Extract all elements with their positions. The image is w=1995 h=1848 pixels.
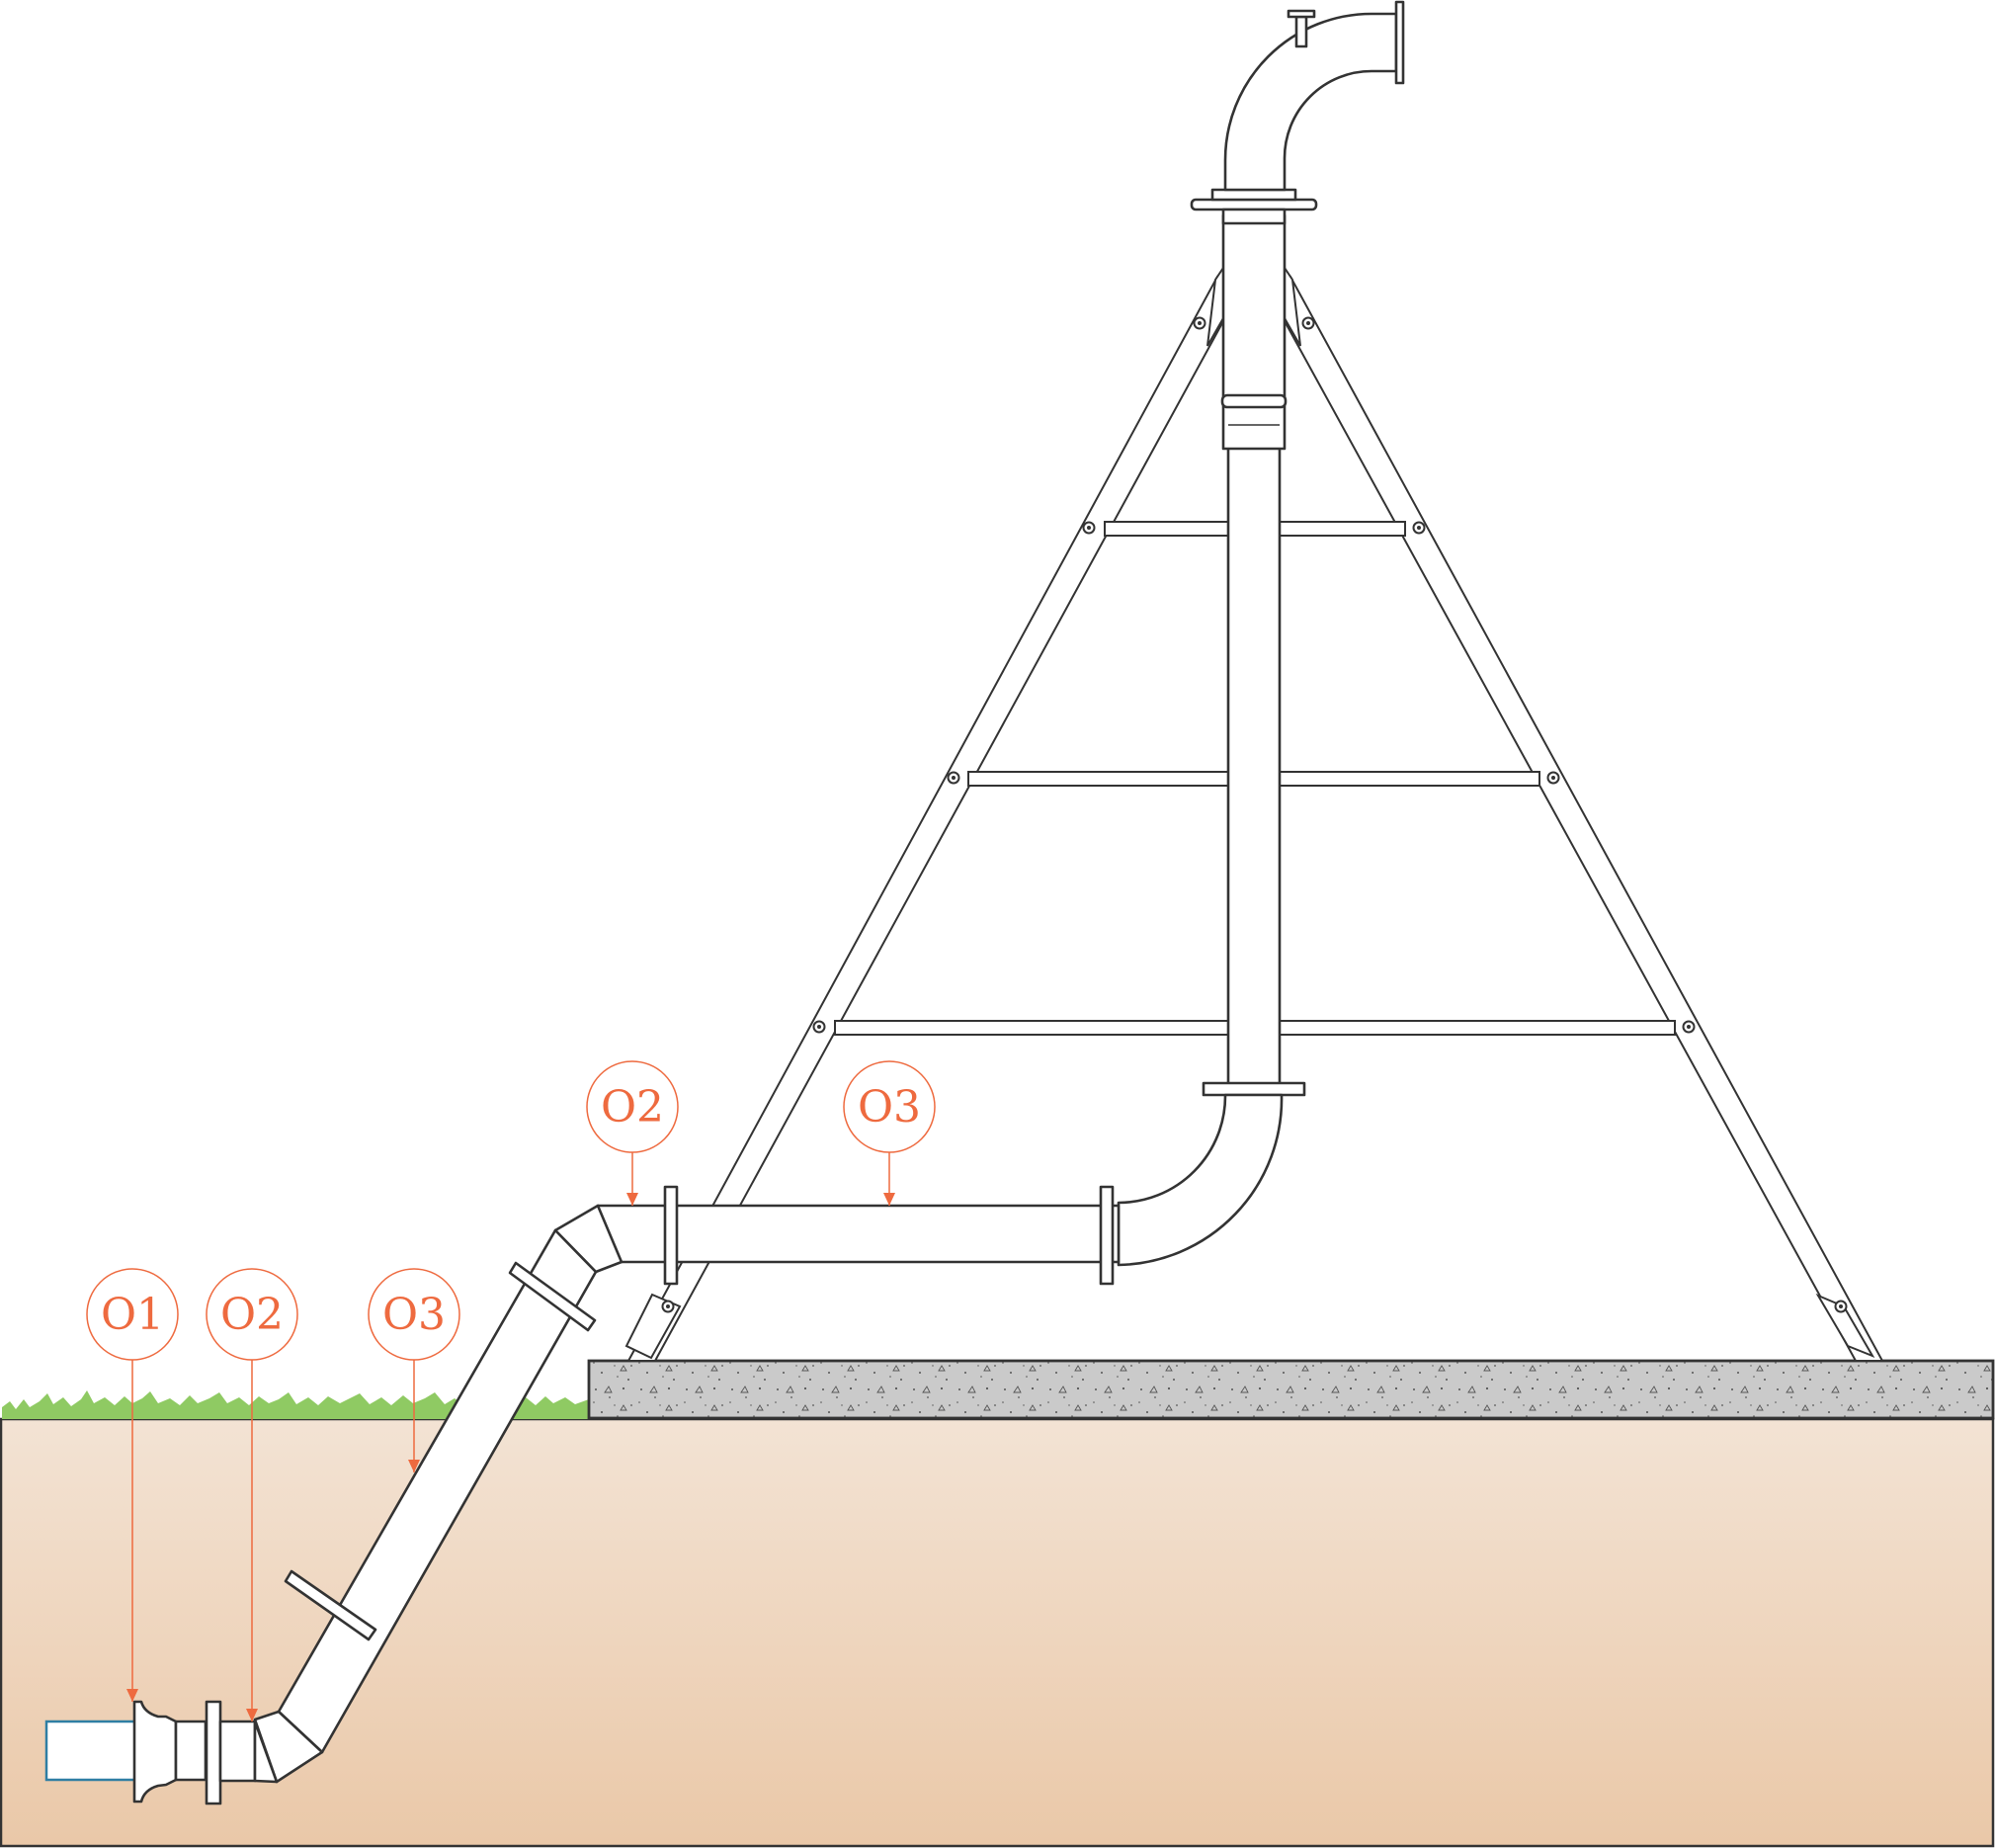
gooseneck-elbow: [1223, 12, 1398, 192]
callout-arrowhead: [626, 1193, 638, 1206]
inlet-elbow-link: [253, 1720, 279, 1784]
bolts: [661, 316, 1848, 1313]
diagonal-flange-lower: [284, 1569, 377, 1641]
bolt-icon: [661, 1300, 675, 1313]
riser-bottom-flange: [1202, 1081, 1306, 1097]
supply-pipe: [596, 1093, 1284, 1286]
top-swivel-flange: [1210, 188, 1297, 202]
leg-foot-bracket-right: [1815, 1293, 1875, 1359]
bolt-icon: [1682, 1020, 1696, 1034]
callout-pipe-2: O2: [586, 1060, 679, 1206]
callout-label: O2: [220, 1290, 284, 1340]
callout-ground-2: O2: [206, 1268, 298, 1722]
callout-ground-1: O1: [86, 1268, 179, 1702]
riser-sleeve: [1221, 213, 1287, 451]
inlet-pipe: [44, 1720, 138, 1782]
bolt-icon: [1193, 316, 1206, 330]
grass: [2, 1390, 589, 1419]
callouts: O1 O2 O3 O2 O3: [86, 1060, 936, 1722]
callout-arrowhead: [246, 1709, 258, 1722]
top-swivel-ring: [1190, 198, 1318, 211]
inlet-spool: [218, 1720, 257, 1783]
callout-arrowhead: [883, 1193, 895, 1206]
concrete-pad: [587, 1359, 1995, 1420]
gooseneck-vent-cap: [1287, 9, 1316, 19]
callout-label: O3: [858, 1082, 921, 1133]
upper-elbow-seam: [597, 1205, 623, 1263]
gooseneck-outlet-flange: [1394, 0, 1405, 85]
bolt-icon: [1412, 521, 1426, 535]
callout-pipe-3: O3: [843, 1060, 936, 1206]
top-gooseneck: [1190, 0, 1405, 225]
bolt-icon: [1834, 1300, 1848, 1313]
tower-leg-right: [1266, 275, 1884, 1362]
bolt-icon: [1546, 771, 1560, 785]
callout-ground-3: O3: [368, 1268, 460, 1472]
riser-collar: [1220, 393, 1288, 409]
callout-arrowhead: [408, 1460, 420, 1472]
gooseneck-vent-pipe: [1294, 15, 1308, 48]
callout-label: O2: [601, 1082, 664, 1133]
diagonal-flange-upper: [508, 1261, 597, 1332]
horizontal-pipe-flange-right: [1099, 1185, 1115, 1286]
horizontal-pipe-flange-left: [663, 1185, 679, 1286]
top-swivel-neck: [1221, 208, 1287, 225]
bolt-icon: [1301, 316, 1315, 330]
callout-arrowhead: [126, 1689, 138, 1702]
diagonal-pipe: [253, 1204, 623, 1784]
lower-elbow-seam: [278, 1711, 323, 1753]
inlet-flange: [205, 1700, 222, 1806]
horizontal-pipe: [596, 1204, 1121, 1264]
bolt-icon: [812, 1020, 826, 1034]
soil: [0, 1417, 1995, 1848]
inlet-reducer: [174, 1720, 208, 1782]
bolt-icon: [1082, 521, 1096, 535]
riser-pipe: [1202, 213, 1306, 1097]
callout-label: O1: [101, 1290, 164, 1340]
bolt-icon: [947, 771, 960, 785]
callout-label: O3: [382, 1290, 446, 1340]
inlet-assembly: [44, 1700, 279, 1806]
riser-base-elbow: [1117, 1093, 1284, 1267]
ground: [0, 1359, 1995, 1848]
